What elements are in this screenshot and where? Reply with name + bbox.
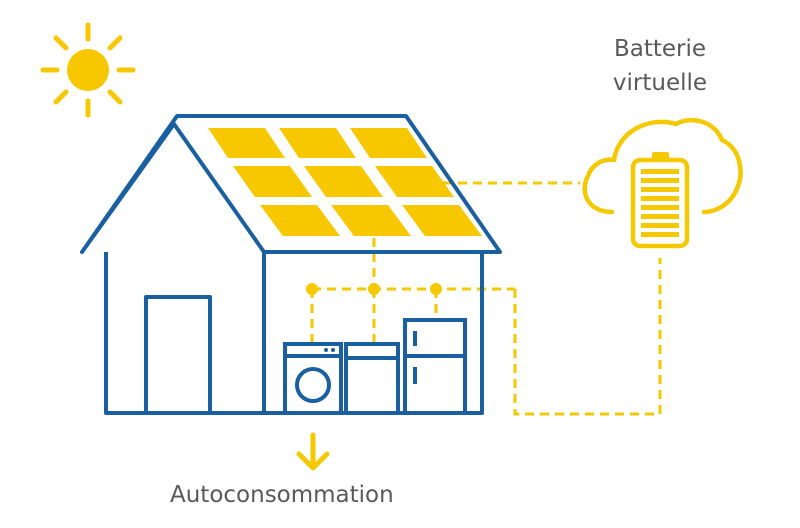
house-door <box>144 295 212 415</box>
cloud-icon <box>582 118 743 215</box>
wire-junctions <box>306 283 442 295</box>
sun-icon <box>40 22 136 118</box>
virtual-battery-label-line2: virtuelle <box>612 70 708 96</box>
solar-panel-icon <box>208 128 482 236</box>
self-consumption-label: Autoconsommation <box>170 482 394 508</box>
washing-machine-icon <box>283 342 343 415</box>
dishwasher-icon <box>344 342 400 415</box>
virtual-battery-label-line1: Batterie <box>613 36 707 62</box>
virtual-battery-label: Batterie virtuelle <box>585 32 735 100</box>
fridge-icon <box>403 318 467 415</box>
battery-icon <box>630 152 690 249</box>
down-arrow-icon <box>296 432 330 471</box>
house-icon <box>80 114 502 415</box>
